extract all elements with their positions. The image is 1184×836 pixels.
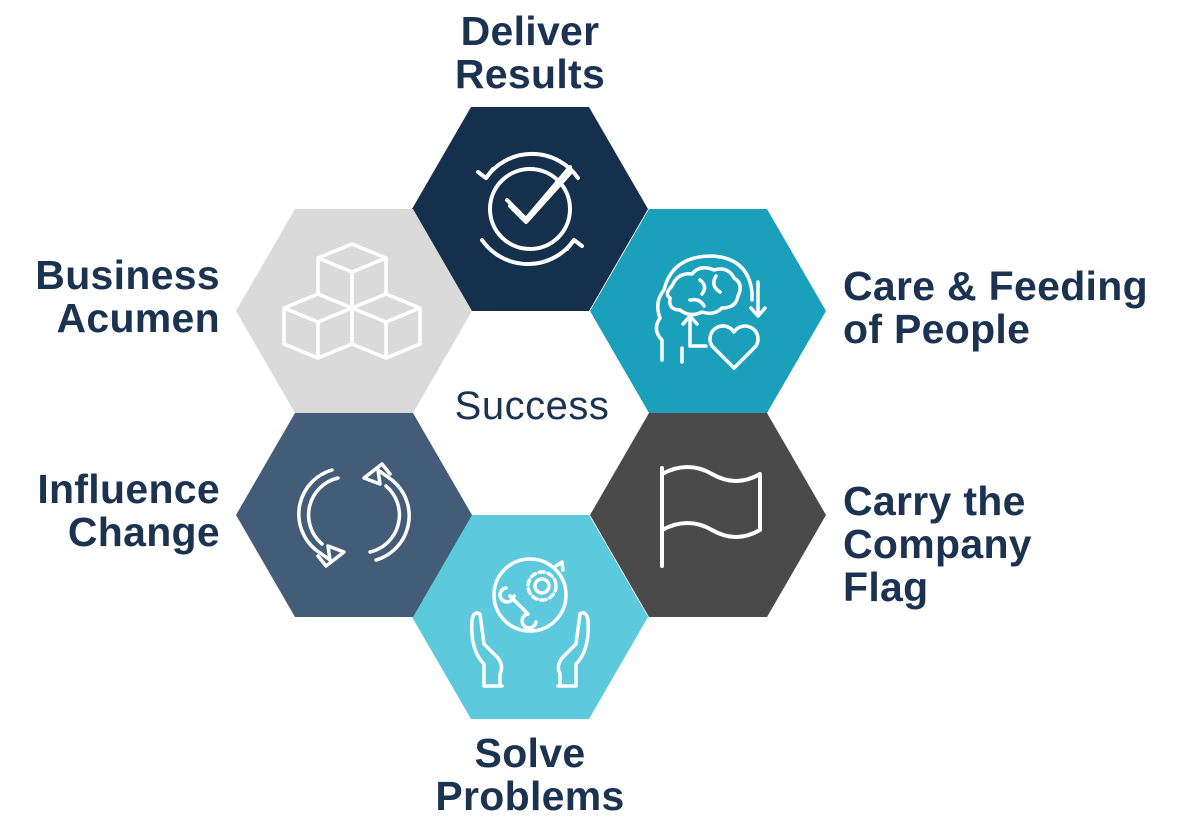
hex-care-feeding (590, 209, 826, 413)
label-line: Carry the (843, 478, 1026, 524)
flag-icon (660, 465, 762, 568)
head-heart-icon (654, 254, 767, 370)
hex-deliver-results (412, 107, 648, 311)
check-cycle-icon (476, 151, 584, 267)
label-line: Business (35, 252, 220, 298)
label-line: Care & Feeding (843, 263, 1148, 309)
label-line: Results (454, 51, 606, 97)
label-influence-change: Influence Change (37, 468, 220, 554)
hex-business-acumen (236, 209, 472, 413)
label-line: Flag (843, 564, 929, 610)
center-success-label: Success (454, 384, 610, 428)
label-line: Acumen (56, 295, 220, 341)
label-company-flag: Carry the Company Flag (843, 480, 1032, 609)
label-line: Influence (37, 466, 220, 512)
label-line: Company (843, 521, 1032, 567)
hex-company-flag (590, 413, 826, 617)
hex-solve-problems (412, 515, 648, 719)
label-line: Solve (474, 730, 586, 776)
label-line: Problems (435, 773, 625, 819)
label-deliver-results: Deliver Results (430, 10, 630, 96)
refresh-arrows-icon (297, 462, 411, 568)
label-line: Change (67, 509, 220, 555)
label-line: Deliver (460, 8, 600, 54)
boxes-icon (282, 242, 422, 360)
hands-tools-icon (470, 557, 590, 688)
label-care-feeding: Care & Feeding of People (843, 265, 1148, 351)
label-solve-problems: Solve Problems (420, 732, 640, 818)
hex-influence-change (236, 413, 472, 617)
label-line: of People (843, 306, 1031, 352)
label-business-acumen: Business Acumen (35, 254, 220, 340)
